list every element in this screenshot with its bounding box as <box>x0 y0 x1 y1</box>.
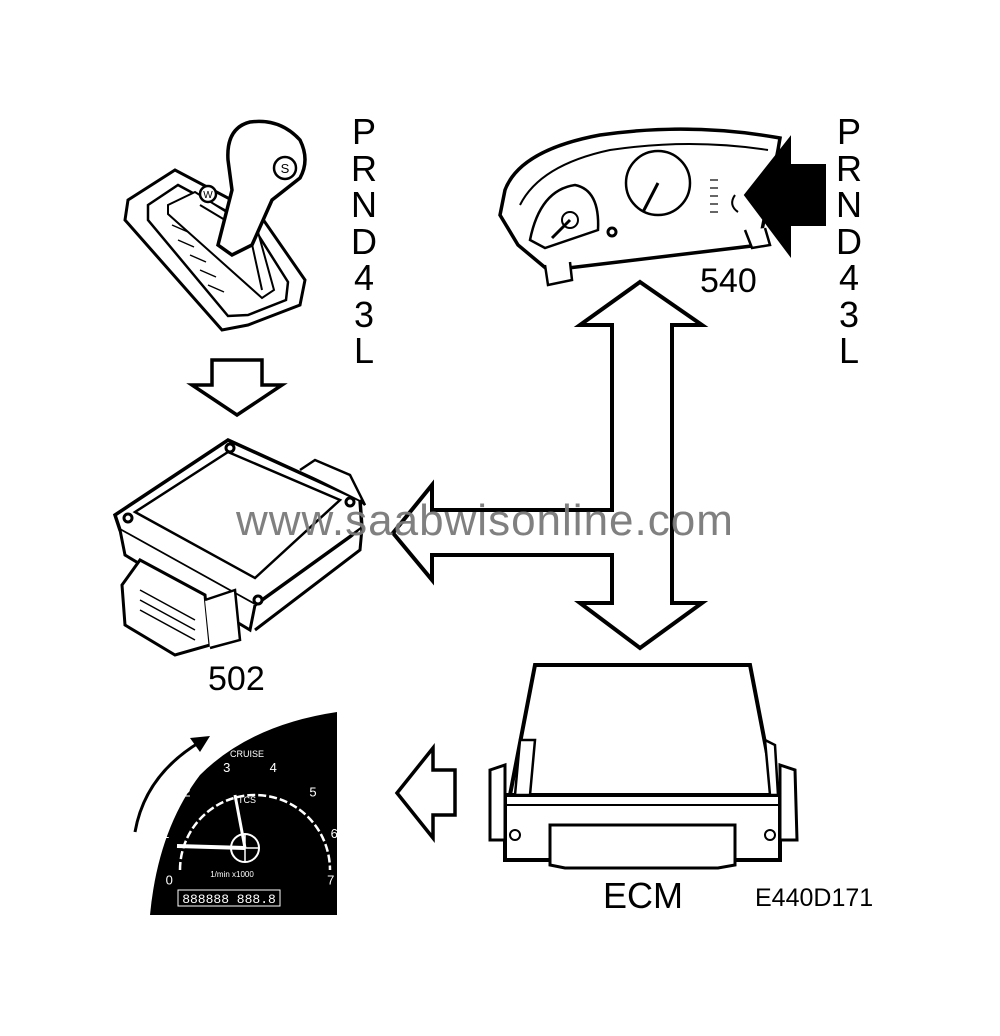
gear-letter-left-3: D <box>351 220 377 262</box>
gauge-tick-2: 2 <box>183 785 190 800</box>
gauge-tick-1: 1 <box>162 826 169 841</box>
gear-letter-right-2: N <box>836 184 862 225</box>
gauge-odometer: 888888 888.8 <box>182 892 276 907</box>
arrow-down-to-502 <box>186 358 288 418</box>
gear-letter-left-4: 4 <box>353 257 375 298</box>
ecm-illustration <box>488 663 799 870</box>
gear-letter-left-6: L <box>353 330 375 371</box>
shifter-plate-letter: W <box>203 190 213 201</box>
gear-letter-left-1: R <box>351 147 377 189</box>
gear-shifter-illustration <box>123 119 307 332</box>
watermark-text: www.saabwisonline.com <box>236 496 734 545</box>
gear-letter-right-5: 3 <box>838 293 860 335</box>
gear-letter-right-1: R <box>836 147 862 189</box>
gauge-tick-7: 7 <box>327 872 334 887</box>
gear-letter-left-0: P <box>351 111 376 152</box>
gauge-tick-3: 3 <box>223 760 230 775</box>
gauge-tick-6: 6 <box>331 826 338 841</box>
shifter-knob-letter: S <box>281 161 290 176</box>
gauge-tick-0: 0 <box>166 872 173 887</box>
gear-letter-left-5: 3 <box>353 293 375 335</box>
gauge-tcs-label: TCS <box>238 795 256 805</box>
gauge-tick-labels: 0 1 2 3 4 5 6 7 <box>162 760 338 887</box>
black-arrow-into-cluster <box>743 135 826 258</box>
gear-letter-right-0: P <box>836 111 861 152</box>
gauge-tick-5: 5 <box>309 785 316 800</box>
figure-code: E440D171 <box>755 884 874 912</box>
gear-letter-right-4: 4 <box>838 257 860 298</box>
label-502: 502 <box>208 660 265 698</box>
gauge-unit-label: 1/min x1000 <box>210 870 254 879</box>
gear-letter-right-3: D <box>836 220 862 262</box>
label-540: 540 <box>700 262 757 300</box>
arrow-ecm-to-gauge <box>394 743 457 843</box>
control-module-502-illustration <box>112 438 367 657</box>
gauge-cruise-label: CRUISE <box>230 749 264 759</box>
instrument-cluster-540-illustration <box>498 127 783 287</box>
gear-letter-right-6: L <box>838 330 860 371</box>
label-ecm: ECM <box>603 875 683 916</box>
rpm-rise-curved-arrow <box>133 740 201 833</box>
tachometer-illustration <box>150 712 337 915</box>
gear-letter-left-2: N <box>351 184 377 225</box>
rpm-rise-arrowhead <box>190 736 210 752</box>
gauge-tick-4: 4 <box>270 760 277 775</box>
arrow-cluster-ecm-502 <box>390 279 709 651</box>
